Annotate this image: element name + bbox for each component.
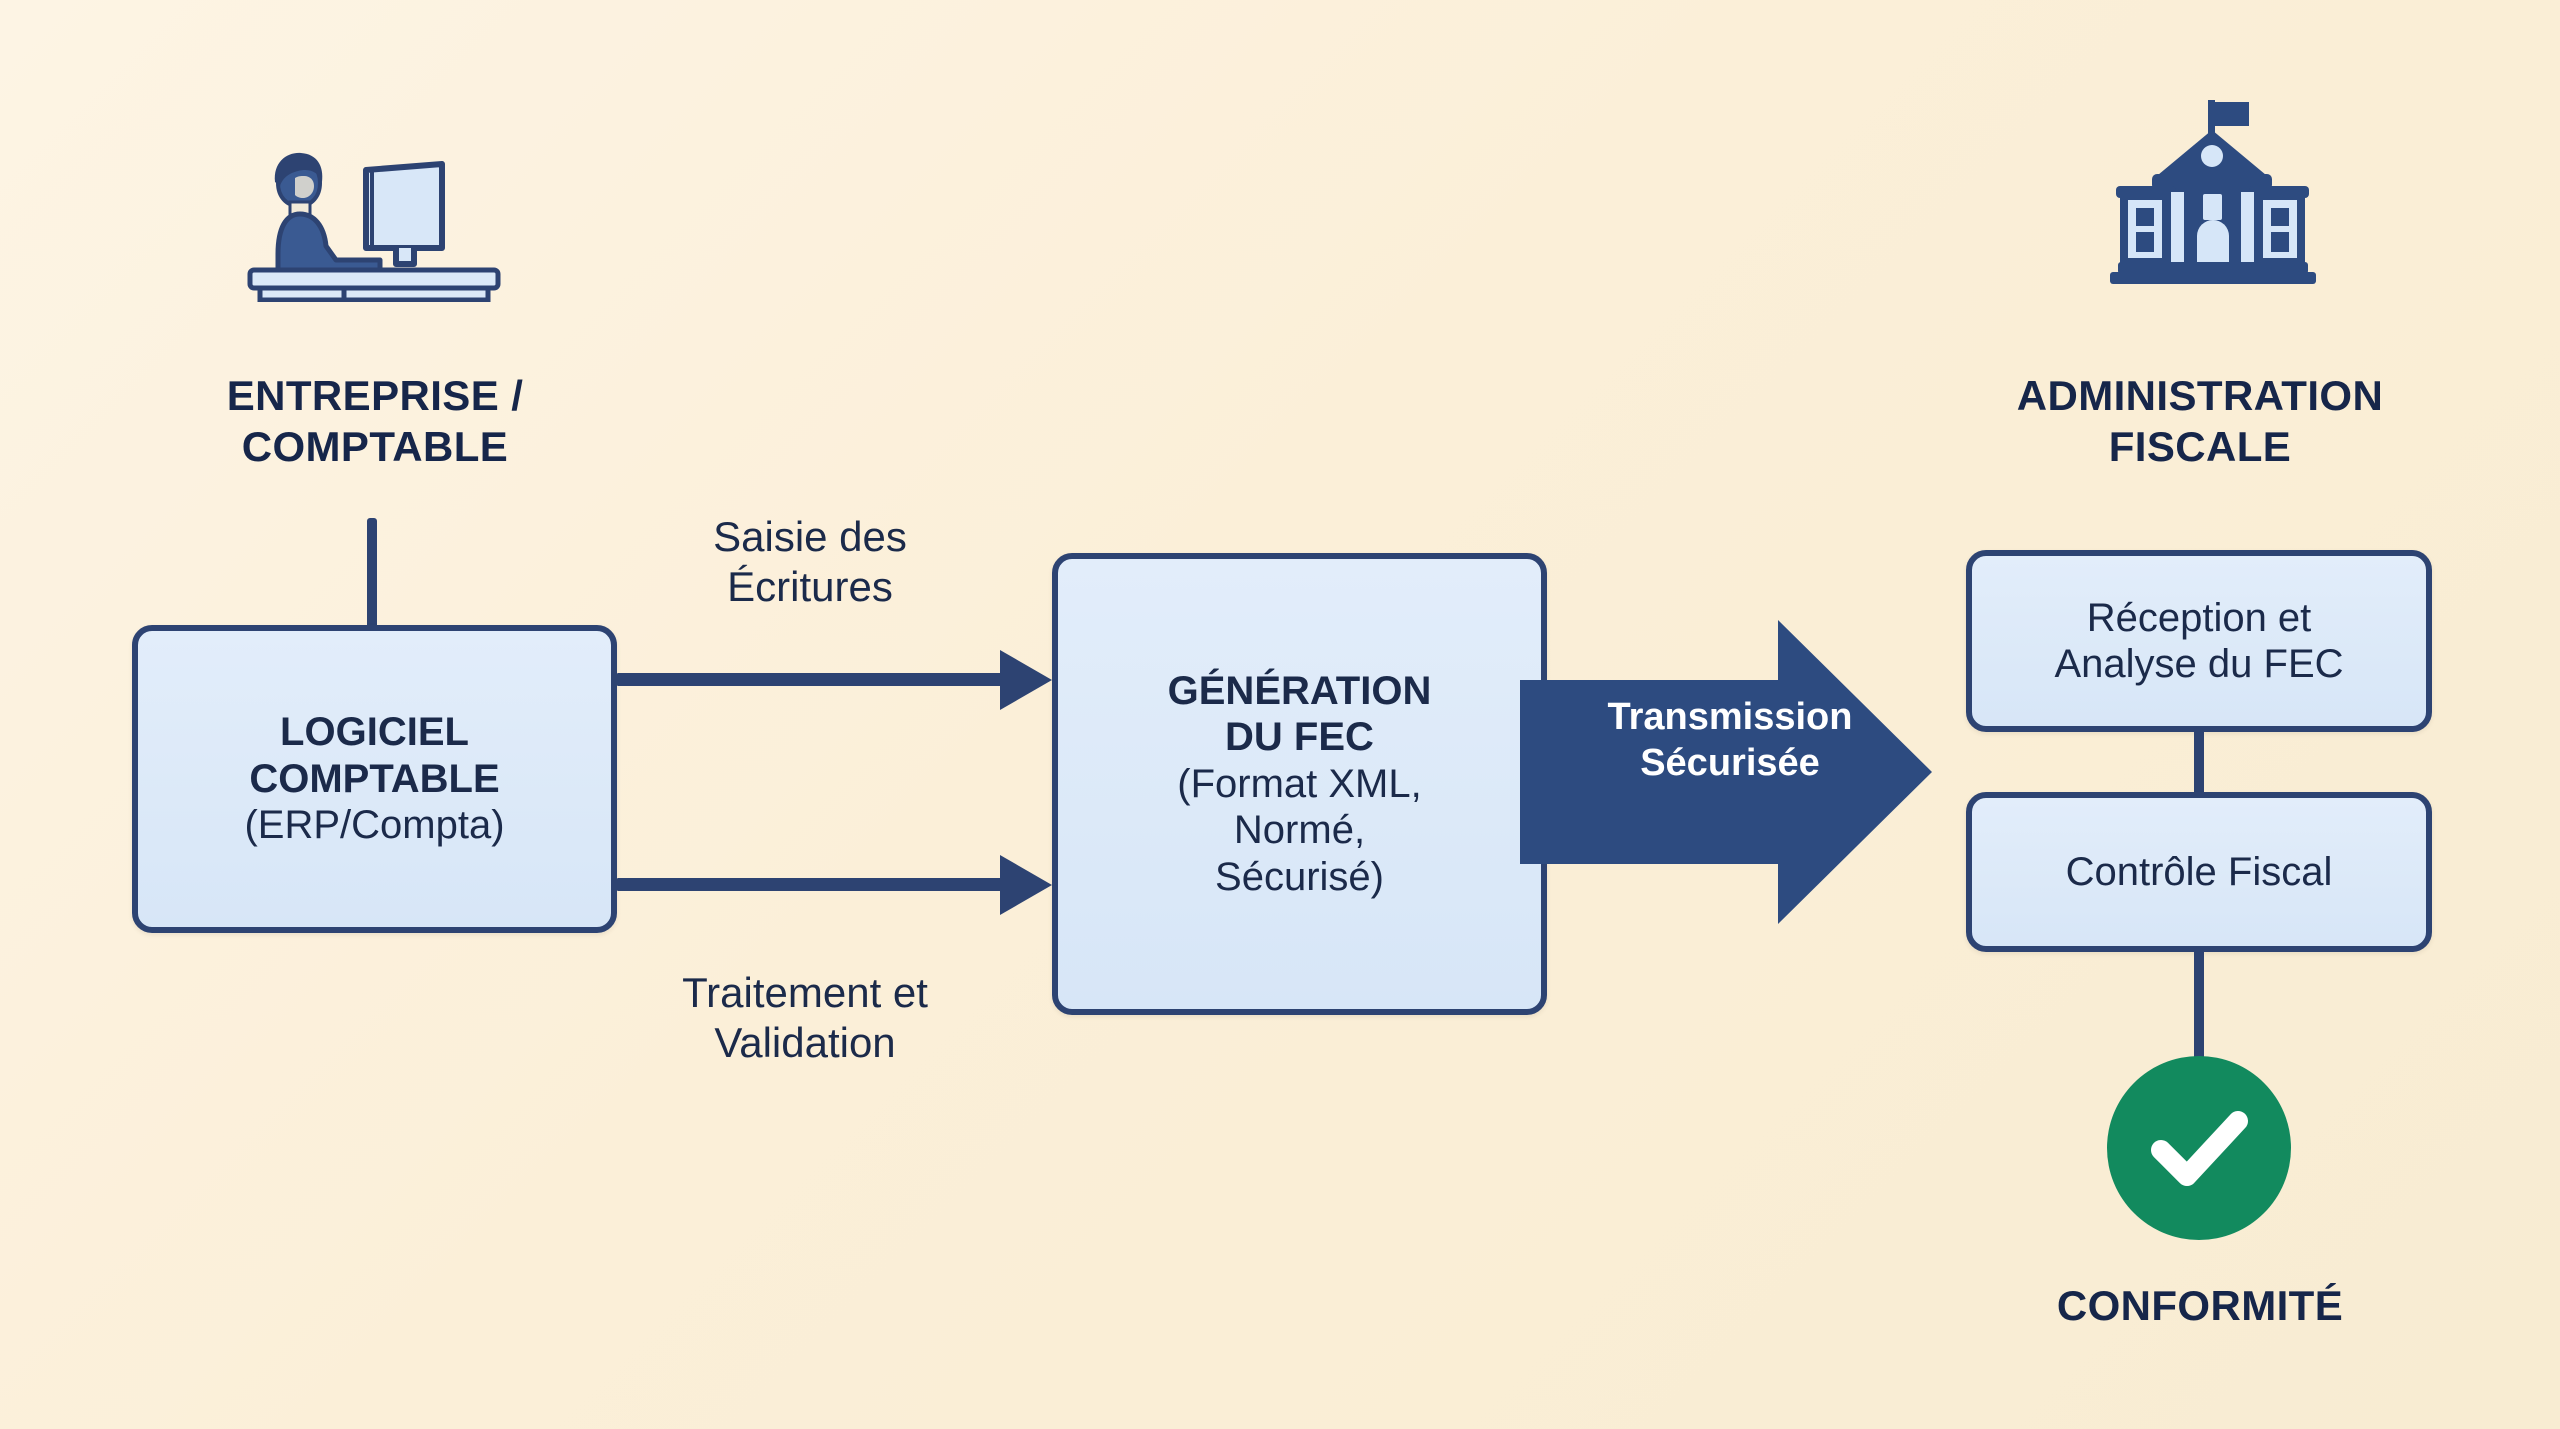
edge-label-saisie: Saisie des Écritures: [600, 512, 1020, 613]
node-reception-line2: Analyse du FEC: [2054, 642, 2344, 686]
right-actor-caption-line1: ADMINISTRATION: [2016, 372, 2384, 419]
arrow-saisie-head-icon: [1000, 650, 1052, 710]
node-controle-fiscal[interactable]: Contrôle Fiscal: [1966, 792, 2432, 952]
node-reception-analyse[interactable]: Réception et Analyse du FEC: [1966, 550, 2432, 732]
block-arrow-transmission-label: Transmission Sécurisée: [1520, 694, 2090, 787]
conformite-label: CONFORMITÉ: [2056, 1282, 2344, 1329]
node-generation-line4: Normé,: [1233, 808, 1366, 853]
left-actor-caption-line2: COMPTABLE: [241, 423, 509, 471]
block-arrow-transmission: Transmission Sécurisée: [1520, 612, 1940, 932]
check-circle-icon: [2107, 1056, 2291, 1240]
left-actor-caption: ENTREPRISE / COMPTABLE: [80, 370, 670, 472]
government-building-icon: [2108, 96, 2318, 286]
arrow-saisie-shaft: [617, 673, 1009, 686]
node-controle-line1: Contrôle Fiscal: [2065, 849, 2333, 894]
edge-label-traitement: Traitement et Validation: [590, 968, 1020, 1069]
node-generation-line2: DU FEC: [1225, 715, 1374, 760]
arrow-traitement-shaft: [617, 878, 1009, 891]
right-actor-caption-line2: FISCALE: [2108, 423, 2292, 471]
block-arrow-transmission-line1: Transmission: [1607, 696, 1853, 738]
node-generation-line5: Sécurisé): [1215, 854, 1384, 899]
node-generation-line1: GÉNÉRATION: [1167, 669, 1432, 714]
node-logiciel-comptable[interactable]: LOGICIEL COMPTABLE (ERP/Compta): [132, 625, 617, 933]
node-logiciel-line2: COMPTABLE: [249, 756, 500, 801]
edge-label-traitement-line2: Validation: [714, 1019, 896, 1067]
left-actor-caption-line1: ENTREPRISE /: [226, 372, 524, 419]
node-generation-line3: (Format XML,: [1177, 761, 1422, 806]
arrow-traitement-head-icon: [1000, 855, 1052, 915]
person-at-desk-computer-icon: [238, 142, 508, 302]
node-reception-line1: Réception et: [2086, 595, 2312, 640]
node-generation-fec[interactable]: GÉNÉRATION DU FEC (Format XML, Normé, Sé…: [1052, 553, 1547, 1015]
edge-label-saisie-line1: Saisie des: [713, 513, 907, 560]
edge-label-saisie-line2: Écritures: [727, 563, 893, 611]
right-actor-caption: ADMINISTRATION FISCALE: [1940, 370, 2460, 472]
node-logiciel-line3: (ERP/Compta): [244, 803, 505, 848]
connector-actor-to-software: [367, 518, 377, 630]
edge-label-traitement-line1: Traitement et: [682, 969, 928, 1016]
connector-reception-to-controle: [2194, 728, 2204, 796]
connector-controle-to-conformite: [2194, 948, 2204, 1062]
node-logiciel-line1: LOGICIEL: [280, 710, 469, 755]
block-arrow-transmission-line2: Sécurisée: [1640, 742, 1820, 785]
